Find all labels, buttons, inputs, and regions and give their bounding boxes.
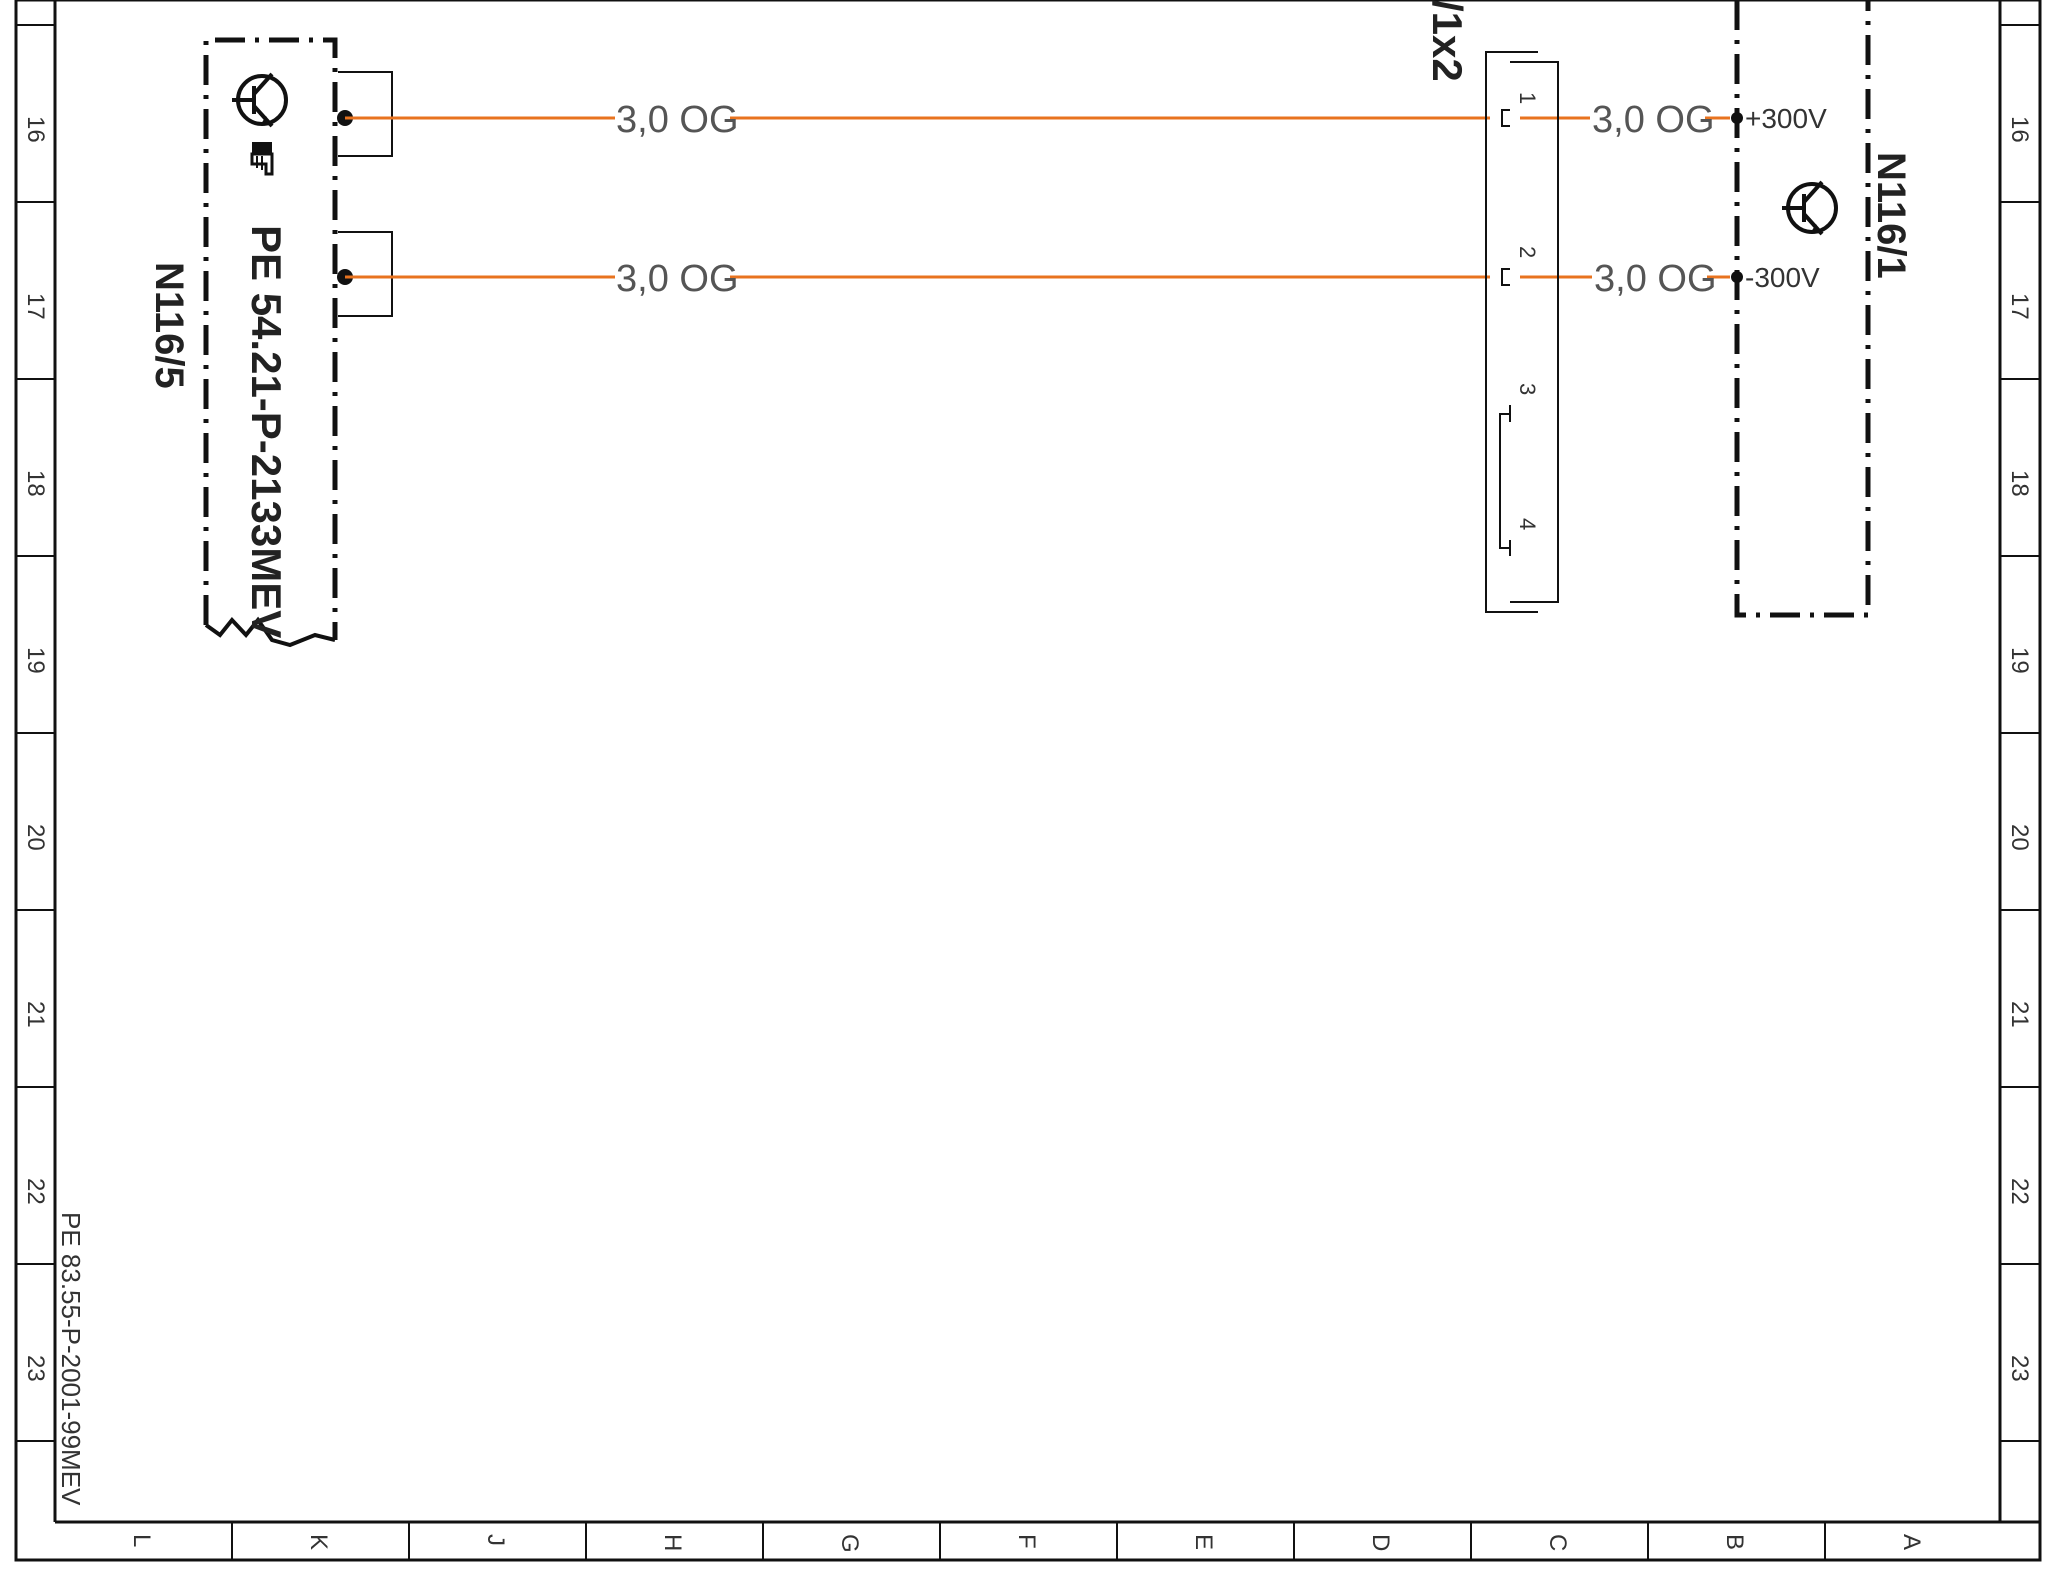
wire-label: 3,0 OG	[1592, 99, 1715, 141]
row-label: 19	[2006, 647, 2033, 674]
row-labels-left: 16 17 18 19 20 21 22 23	[22, 116, 49, 1382]
row-label: 19	[22, 647, 49, 674]
row-label: 23	[22, 1355, 49, 1382]
column-label: L	[128, 1534, 155, 1547]
outer-frame	[14, 0, 2042, 1562]
wire-label: 3,0 OG	[616, 99, 739, 141]
connector-1x2[interactable]: /1x2 1 2 3 4	[1424, 0, 1559, 613]
row-label: 21	[2006, 1001, 2033, 1028]
left-unit-break-line	[204, 616, 336, 648]
left-terminals	[337, 71, 393, 317]
column-label: D	[1367, 1534, 1394, 1551]
column-label: F	[1013, 1534, 1040, 1549]
column-separators	[231, 1522, 1826, 1560]
wire-1[interactable]: 3,0 OG 3,0 OG	[345, 99, 1730, 141]
wire-2[interactable]: 3,0 OG 3,0 OG	[345, 258, 1730, 300]
row-label: 17	[2006, 293, 2033, 320]
row-label: 18	[2006, 470, 2033, 497]
pin-label: 2	[1515, 246, 1540, 258]
left-unit-id: N116/5	[147, 262, 191, 389]
pin-label: 3	[1515, 383, 1540, 395]
pin-label: 4	[1515, 518, 1540, 530]
row-label: 23	[2006, 1355, 2033, 1382]
row-label: 16	[22, 116, 49, 143]
left-unit-outline	[203, 37, 338, 640]
column-label: B	[1721, 1534, 1748, 1550]
column-label: J	[482, 1534, 509, 1546]
right-unit-id: N116/1	[1869, 152, 1913, 279]
column-label: G	[836, 1534, 863, 1553]
right-unit-outline	[1734, 0, 1871, 618]
wire-label: 3,0 OG	[616, 258, 739, 300]
transistor-icon	[232, 72, 288, 128]
transistor-icon	[1782, 180, 1838, 236]
row-labels-right: 16 17 18 19 20 21 22 23	[2006, 116, 2033, 1382]
row-label: 18	[22, 470, 49, 497]
row-label: 16	[2006, 116, 2033, 143]
column-label: C	[1544, 1534, 1571, 1551]
pin-label: 1	[1515, 92, 1540, 104]
footer-reference: PE 83.55-P-2001-99MEV	[56, 1212, 86, 1506]
column-label: A	[1898, 1534, 1925, 1550]
row-label: 22	[2006, 1178, 2033, 1205]
connector-label: /1x2	[1424, 0, 1471, 82]
terminal-voltage: +300V	[1745, 103, 1827, 134]
column-labels: L K J H G F E D C B A	[128, 1534, 1925, 1553]
row-label: 21	[22, 1001, 49, 1028]
column-label: H	[659, 1534, 686, 1551]
wire-label: 3,0 OG	[1594, 258, 1717, 300]
column-label: E	[1190, 1534, 1217, 1550]
row-separators	[16, 24, 2040, 1442]
left-unit-reference: PE 54.21-P-2133MEV	[243, 225, 290, 638]
terminal-voltage: -300V	[1745, 262, 1820, 293]
row-label: 20	[22, 824, 49, 851]
column-label: K	[305, 1534, 332, 1550]
row-label: 22	[22, 1178, 49, 1205]
component-n116-5[interactable]: PE 54.21-P-2133MEV N116/5	[147, 37, 338, 648]
component-n116-1[interactable]: +300V -300V N116/1	[1731, 0, 1913, 618]
pointing-hand-icon	[250, 142, 274, 176]
row-label: 17	[22, 293, 49, 320]
row-label: 20	[2006, 824, 2033, 851]
